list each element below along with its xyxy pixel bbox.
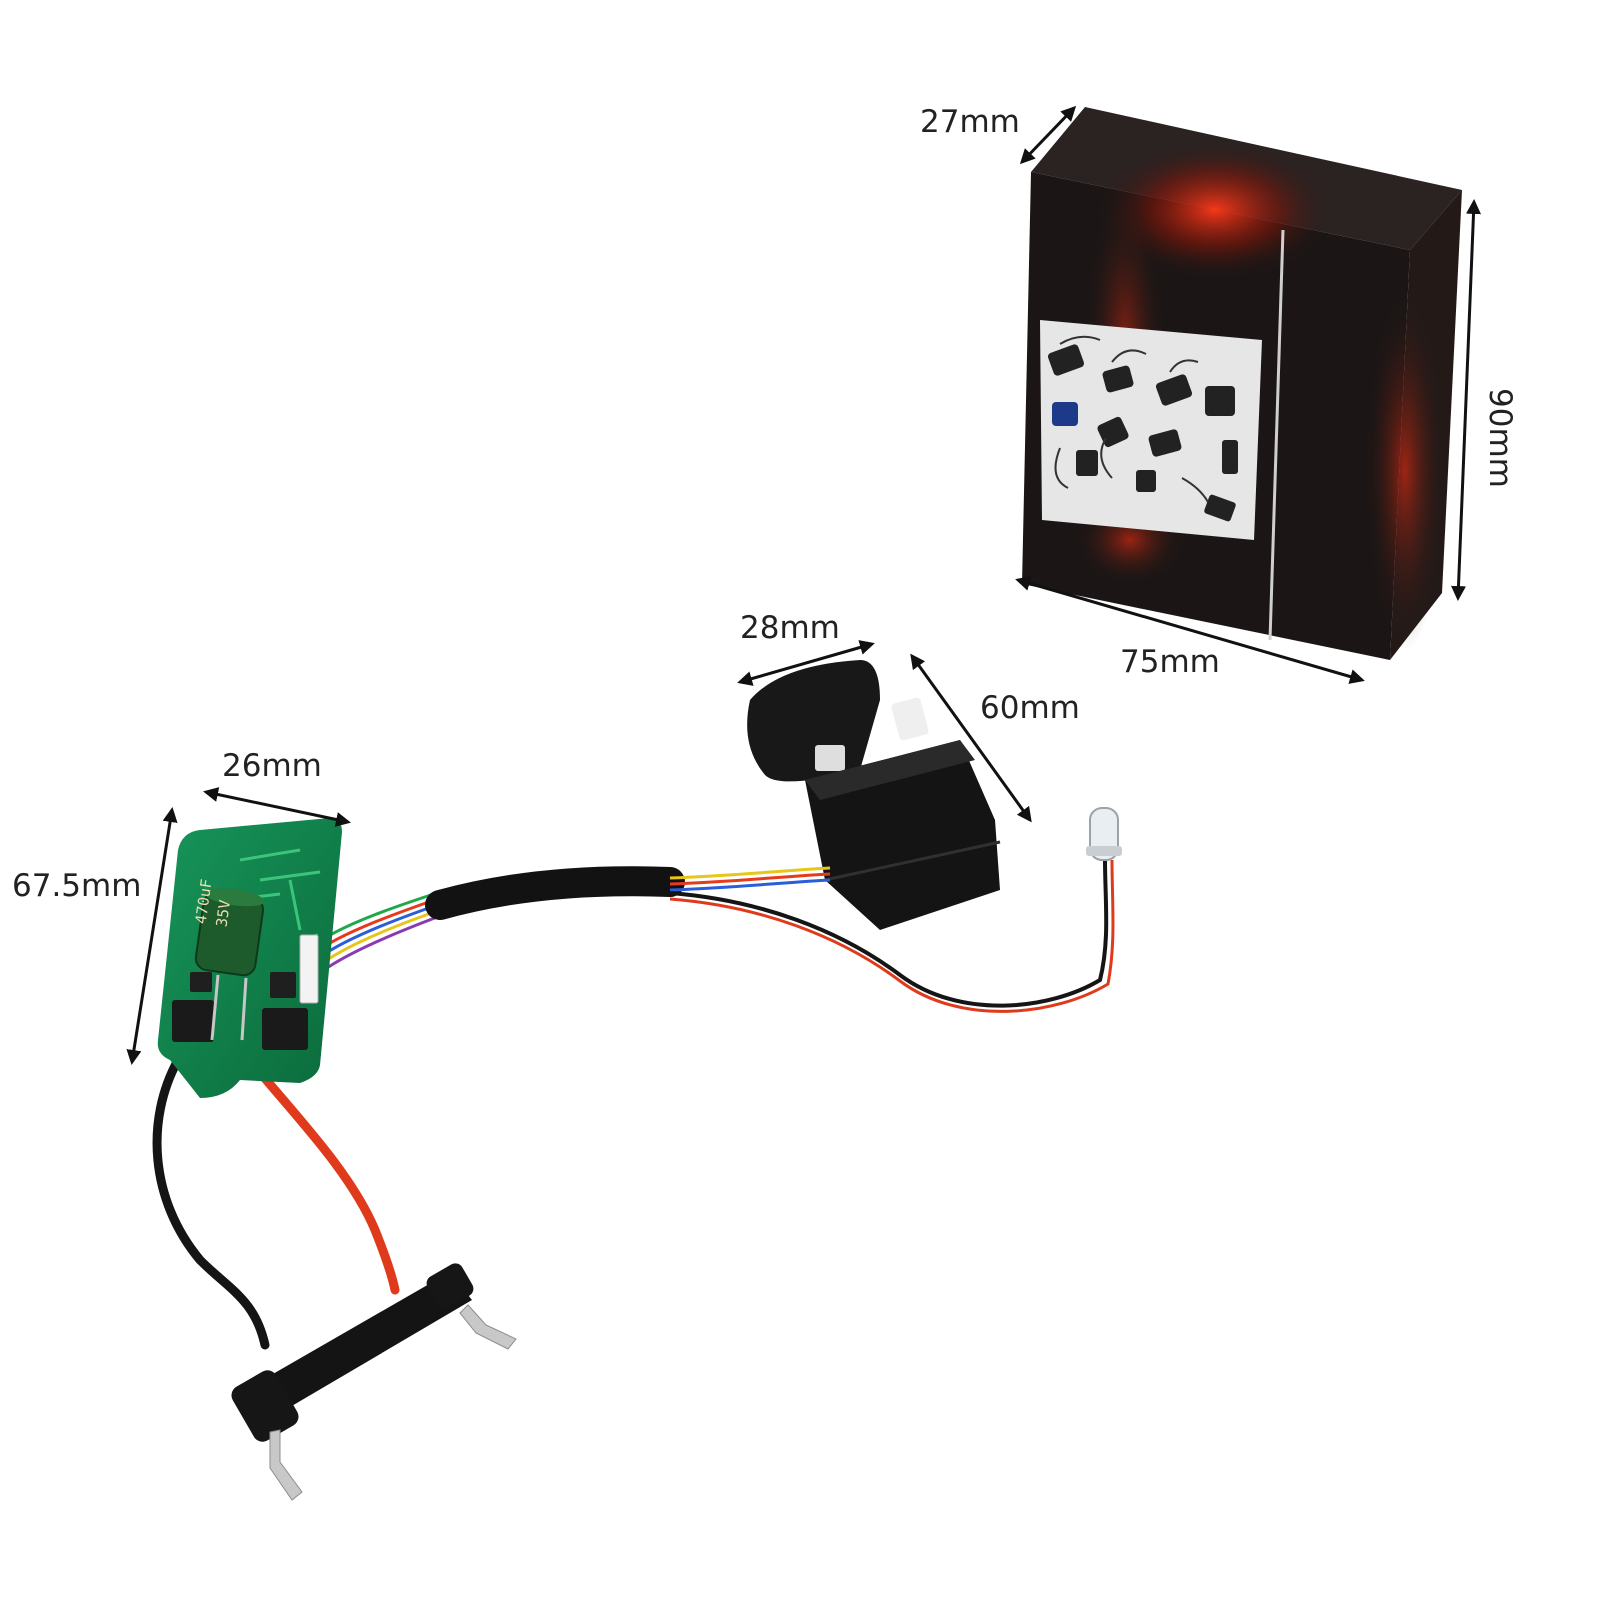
dim-arrow-switch-width xyxy=(737,640,875,686)
battery-contact-icon xyxy=(231,1263,517,1501)
box-seam xyxy=(1268,229,1285,641)
dim-label-box-height: 90mm xyxy=(1482,388,1518,488)
dim-label-box-width: 75mm xyxy=(1120,644,1220,680)
dim-label-board-width: 26mm xyxy=(222,748,322,784)
trigger-switch-icon xyxy=(747,660,1001,930)
dim-arrow-board-length xyxy=(126,807,178,1065)
circuit-board-icon: 470uF 35V xyxy=(157,818,342,1098)
dim-arrow-switch-length xyxy=(910,653,1032,823)
capacitor-rating-2: 35V xyxy=(212,899,234,928)
box-label xyxy=(1040,320,1262,540)
packaging-box-icon xyxy=(1022,107,1462,660)
dim-arrow-board-width xyxy=(203,787,351,827)
dim-label-switch-width: 28mm xyxy=(740,610,840,646)
dim-arrow-box-width xyxy=(1015,576,1365,684)
dim-label-board-length: 67.5mm xyxy=(12,868,141,904)
dim-arrow-box-depth xyxy=(1019,105,1077,165)
capacitor: 470uF 35V xyxy=(192,878,265,977)
dim-label-switch-length: 60mm xyxy=(980,690,1080,726)
dim-arrow-box-height xyxy=(1450,199,1482,601)
dim-label-box-depth: 27mm xyxy=(920,104,1020,140)
led-bulb-icon xyxy=(1086,807,1122,861)
